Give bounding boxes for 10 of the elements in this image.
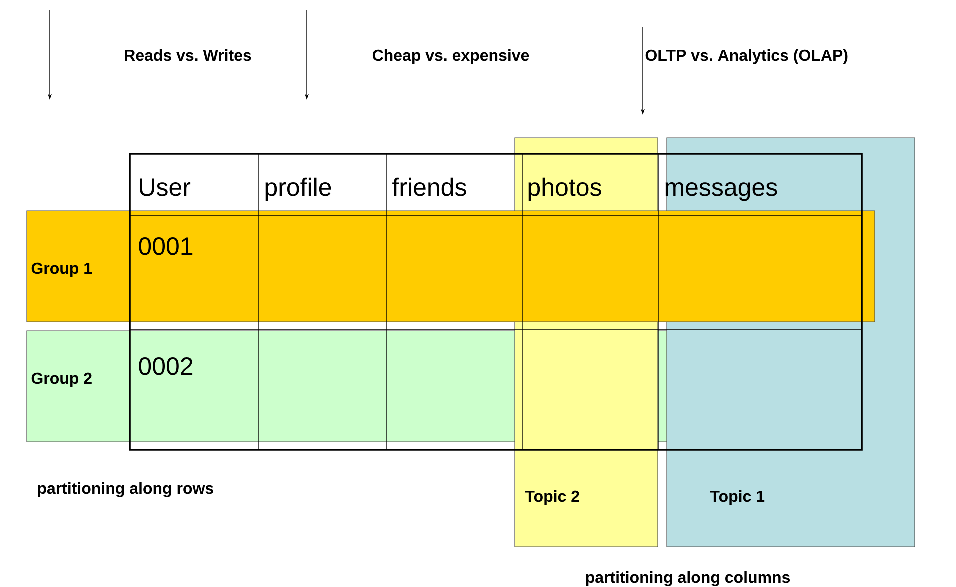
caption-text: Reads vs. Writes — [125, 49, 252, 62]
column-header: messages — [666, 182, 778, 202]
caption-text: OLTP vs. Analytics (OLAP) — [646, 49, 848, 64]
row-id: 0001 — [139, 238, 193, 256]
column-header: friends — [392, 178, 466, 196]
caption-text: partitioning along rows — [38, 482, 214, 498]
caption-text: partitioning along columns — [586, 571, 790, 586]
row-id: 0002 — [139, 358, 193, 376]
caption-text: Cheap vs. expensive — [372, 49, 530, 64]
column-header: photos — [528, 178, 602, 202]
